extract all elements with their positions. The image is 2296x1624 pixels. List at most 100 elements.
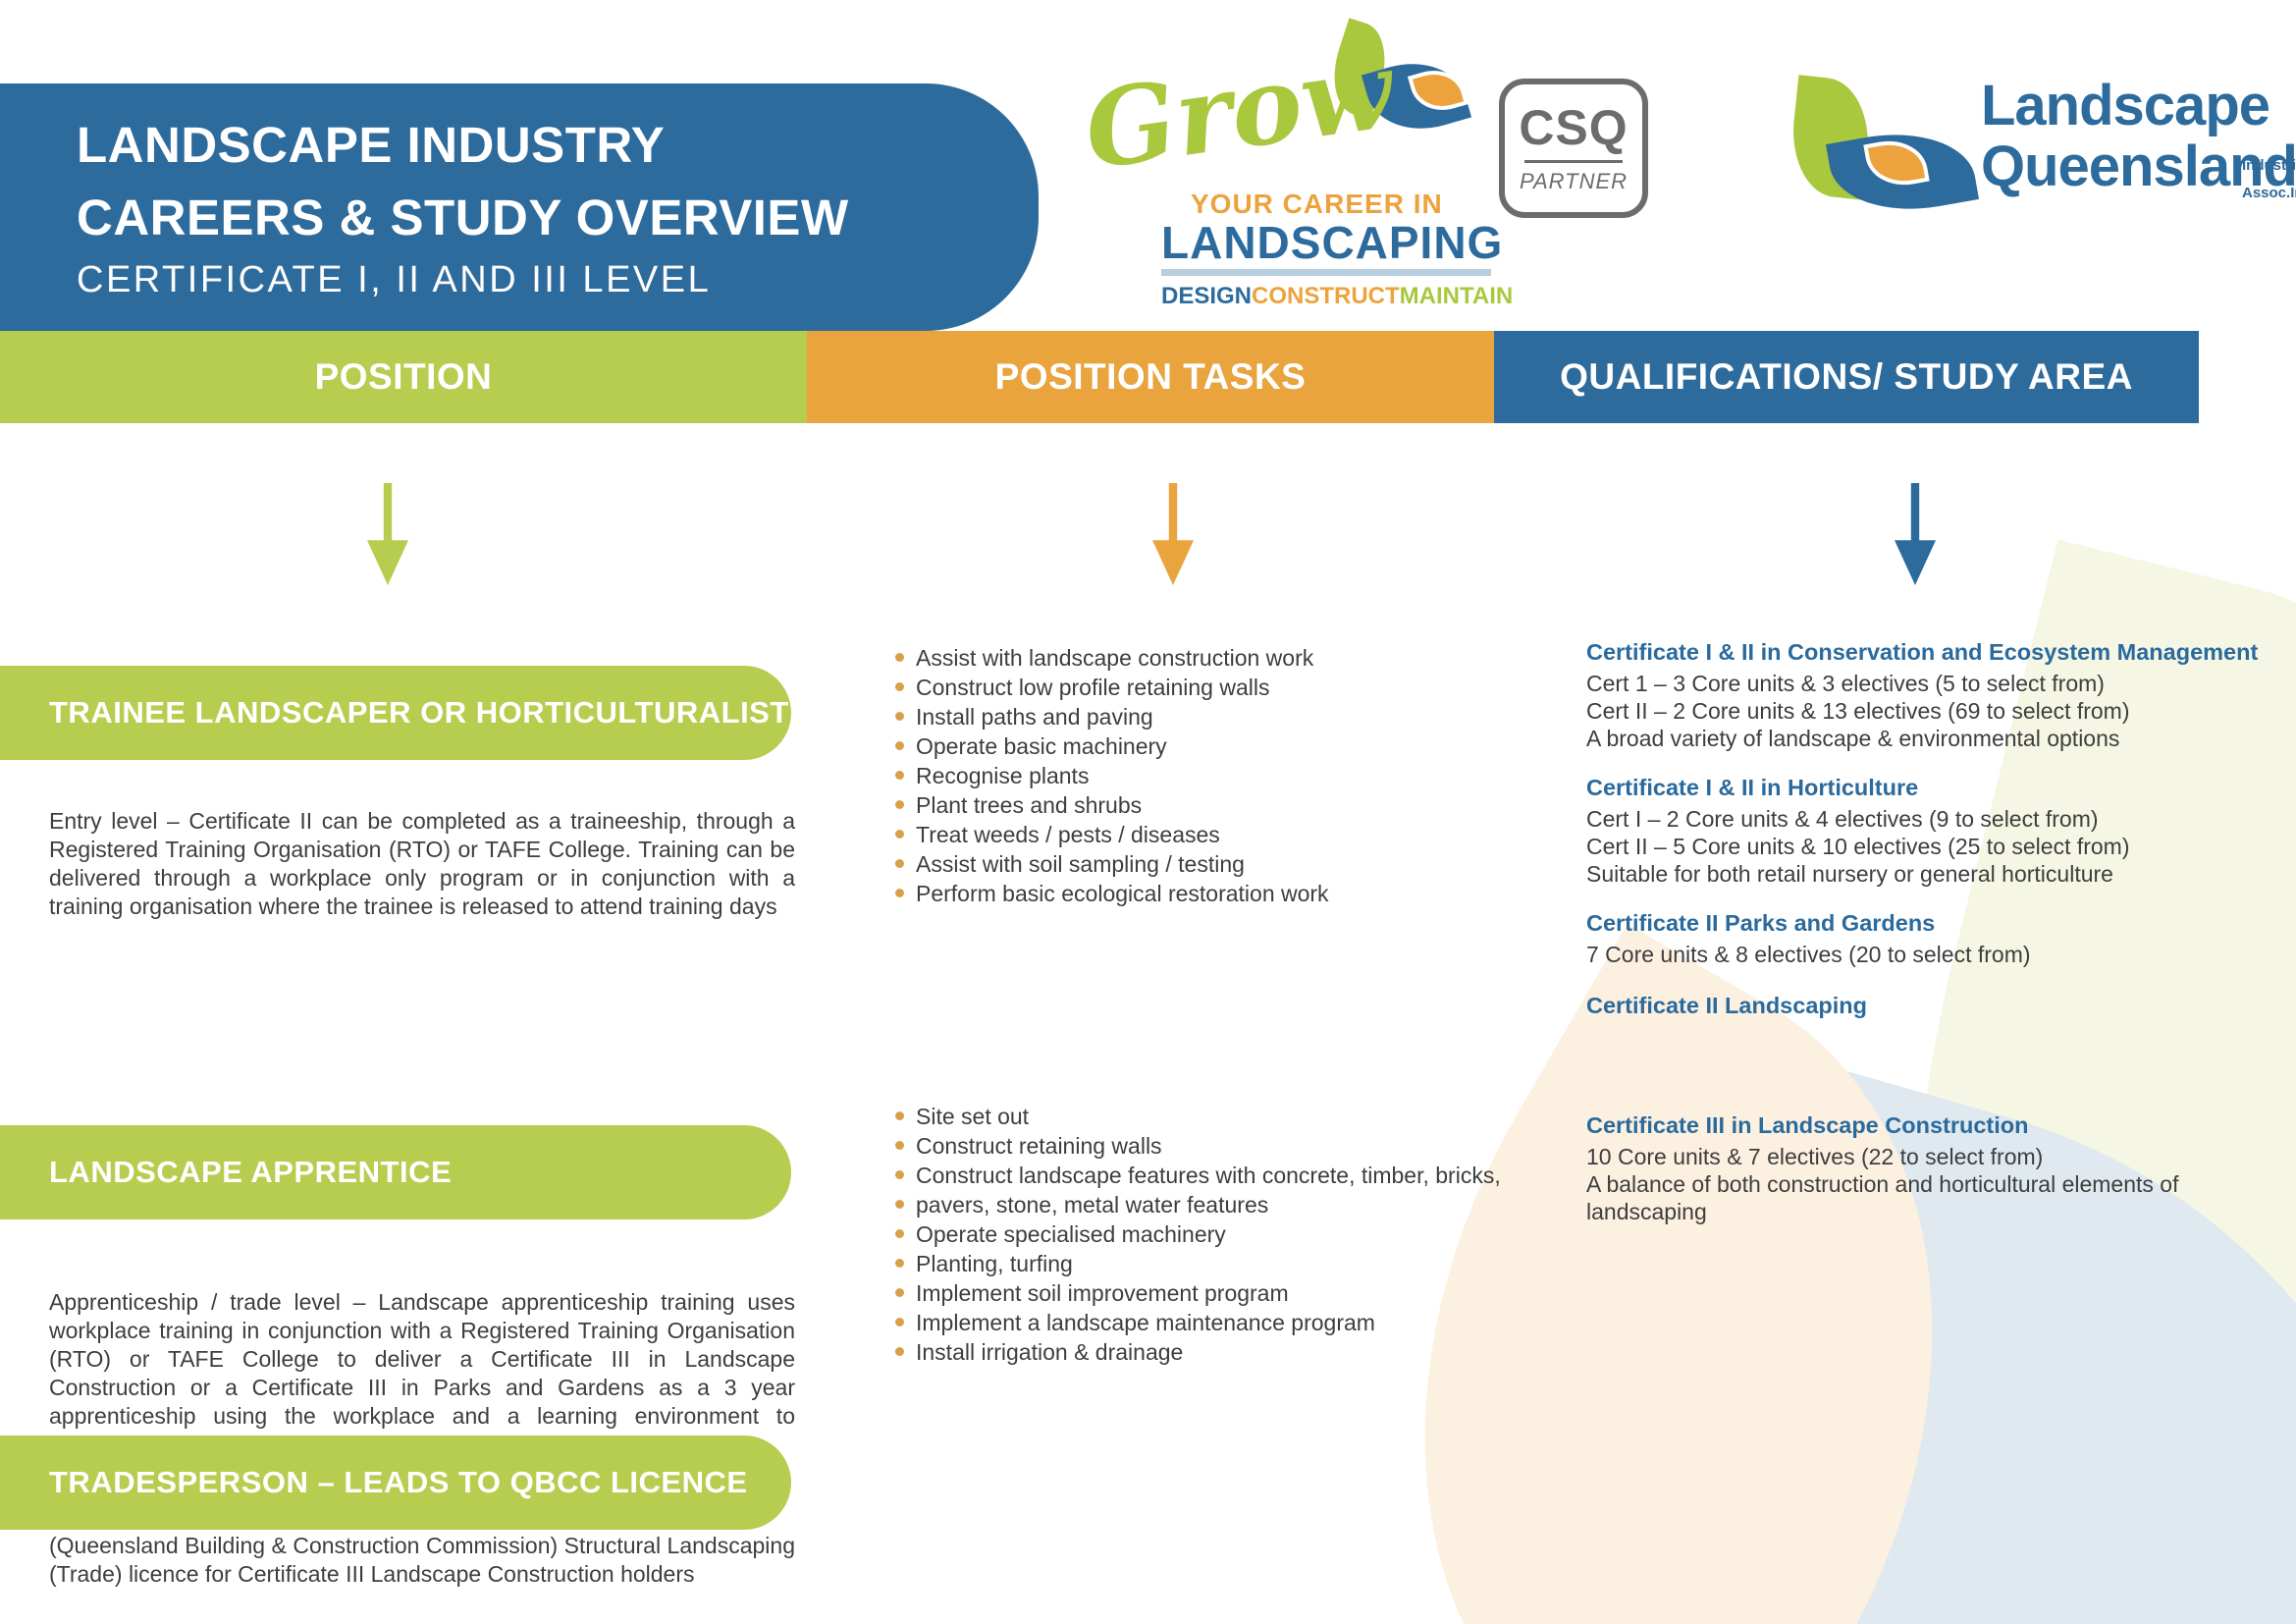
task-text: Treat weeds / pests / diseases (916, 822, 1220, 847)
down-arrow-blue-icon (1895, 483, 1936, 585)
qualification-title: Certificate III in Landscape Constructio… (1586, 1112, 2029, 1138)
pill-tradesperson: TRADESPERSON – LEADS TO QBCC LICENCE (0, 1435, 791, 1530)
bullet-icon (895, 682, 904, 691)
list-item: Plant trees and shrubs (895, 790, 1523, 820)
task-text: Plant trees and shrubs (916, 792, 1143, 818)
list-item: Recognise plants (895, 761, 1523, 790)
grow-line1: YOUR CAREER IN (1191, 189, 1443, 219)
grow-line2: LANDSCAPING (1161, 217, 1504, 268)
csq-partner-logo: CSQ PARTNER (1499, 79, 1648, 218)
down-arrow-green-icon (367, 483, 408, 585)
list-item: Site set out (895, 1102, 1523, 1131)
task-text: Assist with soil sampling / testing (916, 851, 1245, 877)
apprentice-description: Apprenticeship / trade level – Landscape… (49, 1289, 795, 1457)
tagline-construct: CONSTRUCT (1252, 283, 1400, 309)
bullet-icon (895, 1318, 904, 1326)
qualification-parks-gardens: Certificate II Parks and Gardens 7 Core … (1586, 909, 2287, 968)
list-item: Implement soil improvement program (895, 1278, 1523, 1308)
csq-name: CSQ (1519, 99, 1629, 155)
qualification-line: 7 Core units & 8 electives (20 to select… (1586, 942, 2031, 967)
grow-divider (1161, 269, 1491, 276)
task-text: Perform basic ecological restoration wor… (916, 881, 1329, 906)
qualification-conservation: Certificate I & II in Conservation and E… (1586, 638, 2287, 752)
csq-divider (1524, 159, 1623, 163)
pill-trainee: TRAINEE LANDSCAPER OR HORTICULTURALIST (0, 666, 791, 760)
qualification-title: Certificate I & II in Conservation and E… (1586, 639, 2259, 665)
bullet-icon (895, 1111, 904, 1120)
list-item: Implement a landscape maintenance progra… (895, 1308, 1523, 1337)
header-position: POSITION (0, 331, 807, 423)
task-text: Construct low profile retaining walls (916, 675, 1270, 700)
grow-tagline: DESIGN CONSTRUCT MAINTAIN (1161, 283, 1513, 310)
task-text: Operate basic machinery (916, 733, 1167, 759)
csq-partner-label: PARTNER (1519, 168, 1629, 193)
bullet-icon (895, 712, 904, 721)
qualification-horticulture: Certificate I & II in Horticulture Cert … (1586, 774, 2287, 888)
bullet-icon (895, 1259, 904, 1268)
task-text: Recognise plants (916, 763, 1090, 788)
landscape-queensland-logo: Landscape Queensland Industries Assoc.In… (1786, 67, 2296, 224)
bullet-icon (895, 1200, 904, 1209)
grow-script-text: Grow (1077, 27, 1401, 194)
bullet-icon (895, 859, 904, 868)
tagline-design: DESIGN (1161, 283, 1253, 309)
bullet-icon (895, 1170, 904, 1179)
bullet-icon (895, 800, 904, 809)
header-qualifications: QUALIFICATIONS/ STUDY AREA (1494, 331, 2199, 423)
title-banner: LANDSCAPE INDUSTRY CAREERS & STUDY OVERV… (0, 83, 1039, 331)
list-item: Assist with landscape construction work (895, 643, 1523, 673)
task-text: Install irrigation & drainage (916, 1339, 1184, 1365)
task-text: Site set out (916, 1104, 1030, 1129)
lq-name-line2: Queensland (1981, 135, 2296, 198)
qualification-line: Cert II – 5 Core units & 10 electives (2… (1586, 834, 2130, 859)
list-item: Construct retaining walls (895, 1131, 1523, 1161)
task-text: Assist with landscape construction work (916, 645, 1314, 671)
lq-assoc-label: Assoc.Inc. (2242, 185, 2296, 201)
qualification-line: A broad variety of landscape & environme… (1586, 726, 2120, 751)
qualification-title: Certificate I & II in Horticulture (1586, 775, 1919, 800)
banner-subtitle: CERTIFICATE I, II AND III LEVEL (77, 259, 712, 300)
pill-apprentice: LANDSCAPE APPRENTICE (0, 1125, 791, 1219)
task-text: pavers, stone, metal water features (916, 1192, 1269, 1218)
qualification-title: Certificate II Parks and Gardens (1586, 910, 1936, 936)
qualification-landscaping-cert2: Certificate II Landscaping (1586, 992, 2287, 1023)
bullet-icon (895, 1347, 904, 1356)
list-item: Operate basic machinery (895, 731, 1523, 761)
task-text: Operate specialised machinery (916, 1221, 1226, 1247)
list-item: Operate specialised machinery (895, 1219, 1523, 1249)
banner-title-line1: LANDSCAPE INDUSTRY (77, 117, 666, 173)
bullet-icon (895, 889, 904, 897)
list-item: Treat weeds / pests / diseases (895, 820, 1523, 849)
qualification-line: Cert I – 2 Core units & 4 electives (9 t… (1586, 806, 2099, 832)
list-item: pavers, stone, metal water features (895, 1190, 1523, 1219)
qualification-line: A balance of both construction and horti… (1586, 1171, 2179, 1224)
bullet-icon (895, 1288, 904, 1297)
qualification-title: Certificate II Landscaping (1586, 993, 1867, 1018)
grow-career-logo: Grow YOUR CAREER IN LANDSCAPING DESIGN C… (1075, 18, 1513, 311)
bullet-icon (895, 653, 904, 662)
apprentice-task-list: Site set out Construct retaining walls C… (895, 1102, 1523, 1367)
banner-title-line2: CAREERS & STUDY OVERVIEW (77, 189, 849, 245)
task-text: Construct landscape features with concre… (916, 1163, 1501, 1188)
task-text: Construct retaining walls (916, 1133, 1162, 1159)
list-item: Install paths and paving (895, 702, 1523, 731)
trainee-description: Entry level – Certificate II can be comp… (49, 808, 795, 919)
list-item: Construct landscape features with concre… (895, 1161, 1523, 1190)
lq-industries-label: Industries (2242, 157, 2296, 174)
bullet-icon (895, 741, 904, 750)
task-text: Planting, turfing (916, 1251, 1073, 1276)
qualification-line: 10 Core units & 7 electives (22 to selec… (1586, 1144, 2044, 1169)
qualification-line: Cert II – 2 Core units & 13 electives (6… (1586, 698, 2130, 724)
tagline-maintain: MAINTAIN (1399, 283, 1514, 309)
qualification-line: Cert 1 – 3 Core units & 3 electives (5 t… (1586, 671, 2105, 696)
qualification-landscape-construction: Certificate III in Landscape Constructio… (1586, 1111, 2287, 1225)
bullet-icon (895, 771, 904, 780)
bullet-icon (895, 1141, 904, 1150)
lq-name-line1: Landscape (1981, 74, 2270, 137)
task-text: Implement a landscape maintenance progra… (916, 1310, 1375, 1335)
qualification-line: Suitable for both retail nursery or gene… (1586, 861, 2113, 887)
tradesperson-description: (Queensland Building & Construction Comm… (49, 1533, 795, 1587)
bullet-icon (895, 830, 904, 839)
list-item: Install irrigation & drainage (895, 1337, 1523, 1367)
